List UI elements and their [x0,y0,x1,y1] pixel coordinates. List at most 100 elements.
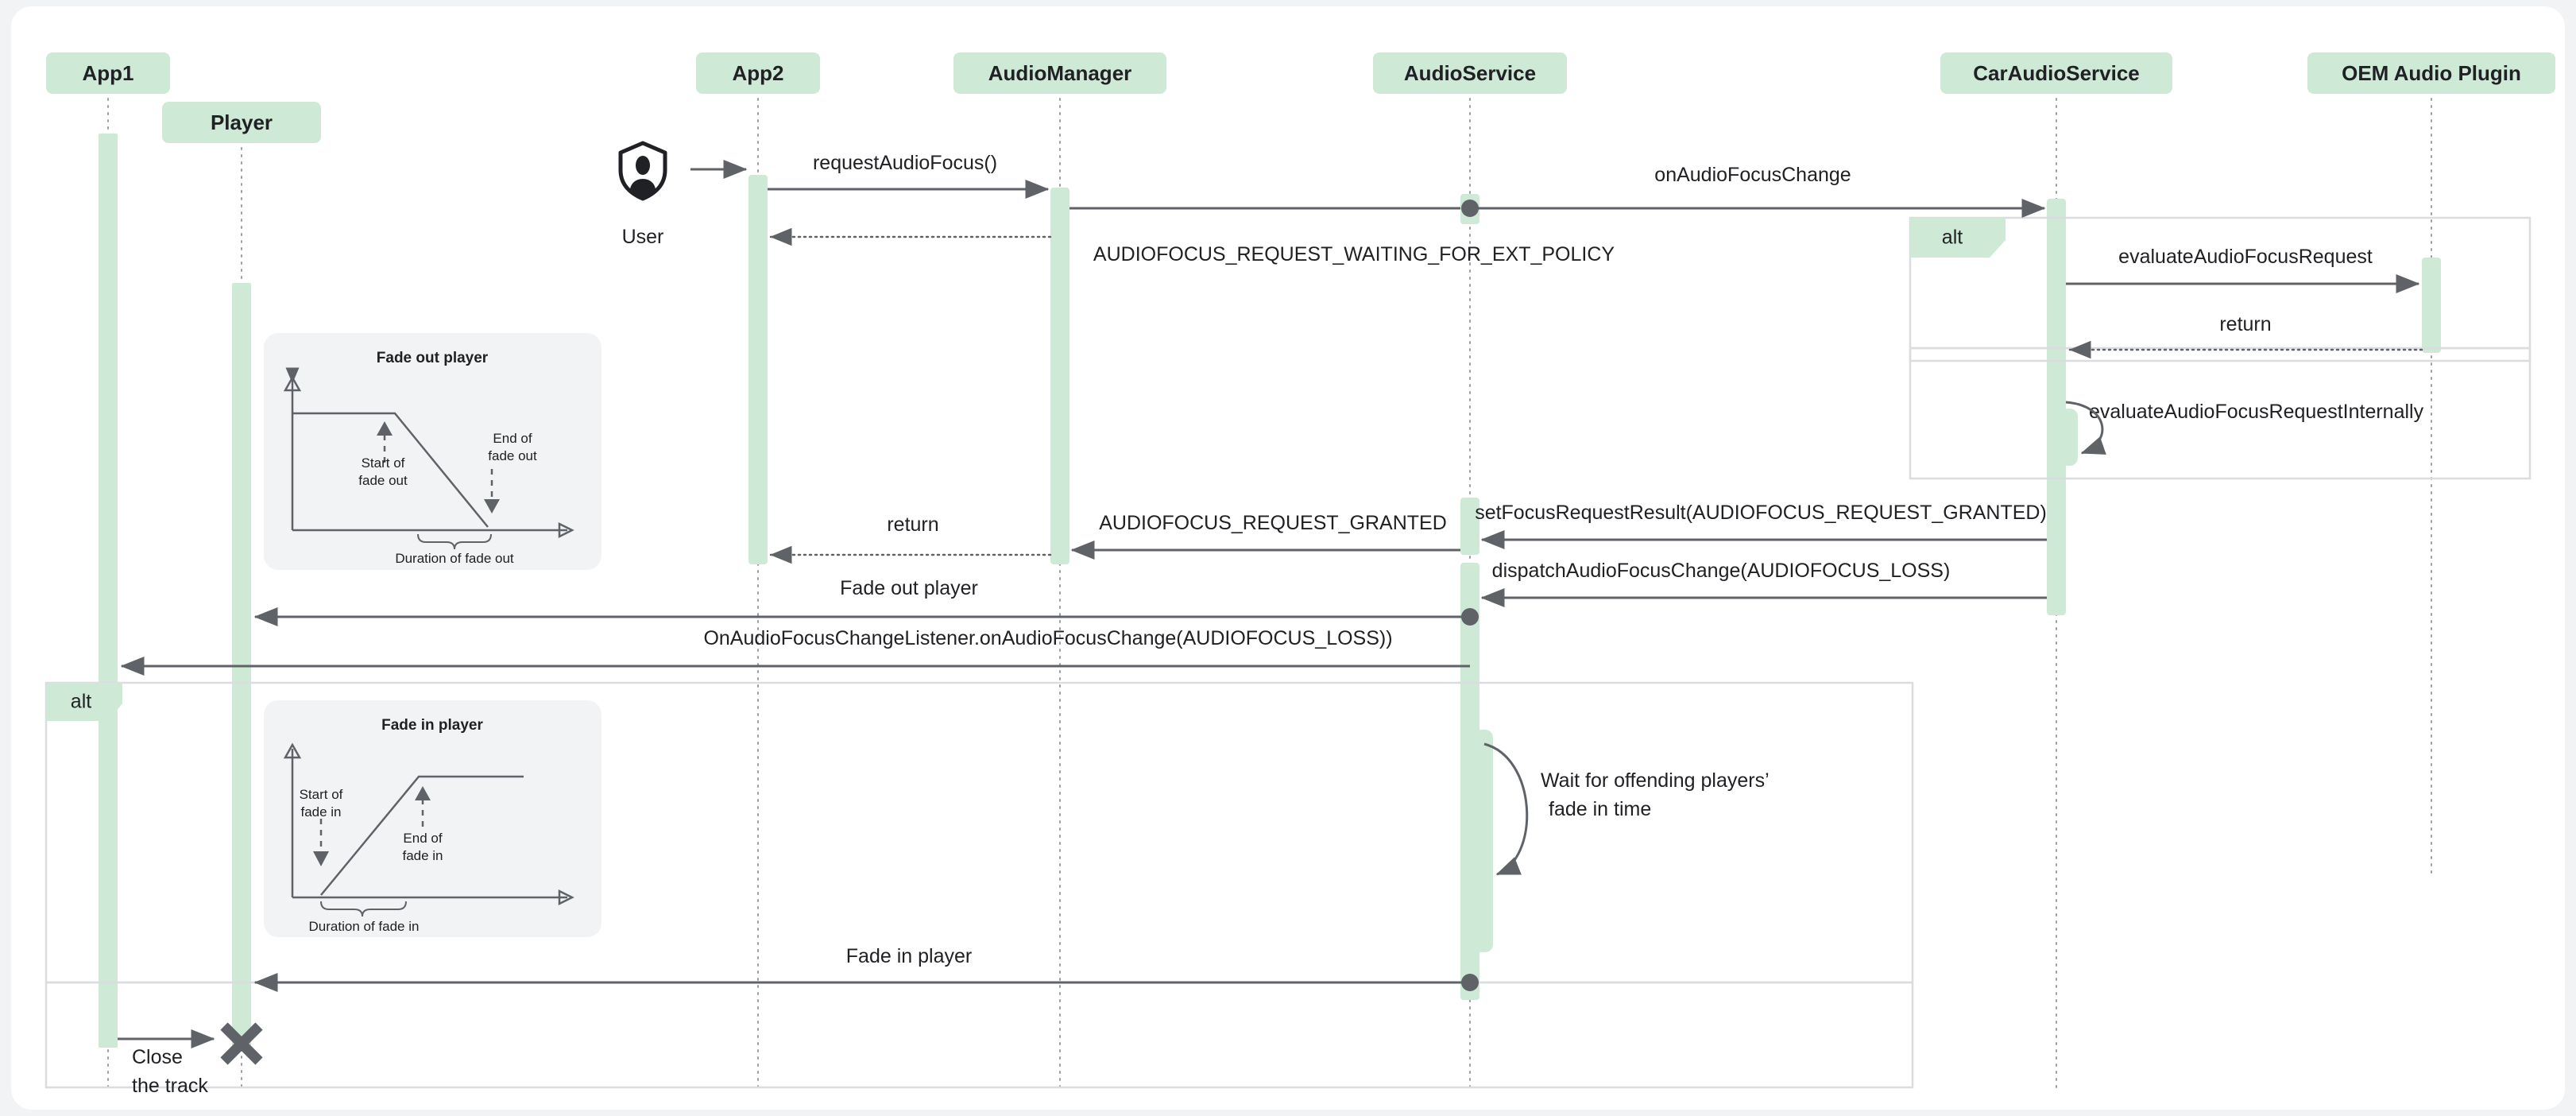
fragment-tag-shape [1910,218,2005,258]
activation-audiomanager [1050,188,1069,564]
inset-duration-label: Duration of fade in [309,919,420,934]
participant-caraudioservice[interactable]: CarAudioService [1940,52,2172,94]
message-evaluate-internally-self: evaluateAudioFocusRequestInternally [2065,401,2424,455]
inset-x-axis-head [558,521,574,539]
message-fade-out-player: Fade out player [253,577,1479,626]
fragment-border-lower [44,981,1914,1089]
fragment-tag-label: alt [71,691,91,713]
participant-box[interactable] [696,52,820,94]
participant-app2[interactable]: App2 [696,52,820,94]
message-label: return [2219,313,2271,335]
participant-label: OEM Audio Plugin [2342,61,2521,85]
message-label-line1: Close [132,1046,183,1068]
message-label: OnAudioFocusChangeListener.onAudioFocusC… [703,627,1392,649]
inset-fade-in-player: Fade in player Start of fade in End of f… [264,700,601,937]
activation-caraudioservice [2047,199,2066,615]
actor-label: User [622,226,664,248]
participant-player[interactable]: Player [162,102,321,143]
inset-title: Fade out player [377,350,489,366]
user-badge-icon [618,141,667,201]
inset-start-label-line1: Start of [300,787,343,802]
fragment-tag-shape [46,683,122,721]
sequence-diagram: alt alt App1 Player App2 [44,52,2555,1097]
participant-label: App1 [83,61,134,85]
message-label: AUDIOFOCUS_REQUEST_GRANTED [1099,512,1447,534]
participant-label: App2 [733,61,784,85]
inset-title: Fade in player [381,717,483,734]
inset-end-arrowhead [484,499,500,513]
participant-audiomanager[interactable]: AudioManager [953,52,1166,94]
participant-label: Player [211,110,273,134]
participant-box[interactable] [162,102,321,143]
fragment-tag-label: alt [1942,227,1963,249]
message-label: Fade in player [846,945,972,967]
inset-card [264,333,601,570]
message-label-line2: the track [132,1075,208,1097]
inset-curve [320,775,524,896]
inset-end-arrowhead [415,786,431,800]
participant-audioservice[interactable]: AudioService [1373,52,1567,94]
inset-start-arrowhead [313,851,329,866]
fragment-border [1909,216,2532,362]
activation-app2 [748,175,768,564]
message-return-audiomanager: return [768,513,1052,564]
inset-end-label-line2: fade in [402,848,443,863]
message-fade-in-player: Fade in player [253,945,1479,992]
inset-fade-out-player: Fade out player Start of fade out End of… [264,333,601,570]
message-self-arc [2065,401,2106,455]
activation-oemplugin [2422,258,2441,353]
message-label: evaluateAudioFocusRequestInternally [2089,401,2424,423]
message-self-arc [1483,742,1529,876]
message-request-audio-focus: requestAudioFocus() [768,152,1050,199]
inset-card [264,700,601,937]
participant-label: AudioManager [988,61,1132,85]
inset-start-label-line2: fade in [300,804,341,820]
activation-bars [99,134,2441,1048]
participant-box[interactable] [46,52,170,94]
participant-oemplugin[interactable]: OEM Audio Plugin [2307,52,2555,94]
diagram-canvas: alt alt App1 Player App2 [11,6,2565,1110]
message-label-line1: Wait for offending players’ [1541,769,1770,792]
participant-label: AudioService [1404,61,1536,85]
participant-box[interactable] [2307,52,2555,94]
destroy-x-icon [220,1022,263,1065]
inset-duration-brace [417,533,492,550]
message-label: setFocusRequestResult(AUDIOFOCUS_REQUEST… [1475,502,2047,524]
participant-box[interactable] [1940,52,2172,94]
participant-box[interactable] [1373,52,1567,94]
message-audiofocus-request-granted: AUDIOFOCUS_REQUEST_GRANTED [1070,512,1460,560]
inset-end-label-line1: End of [403,831,442,846]
fragment-border-lower [1909,347,2532,480]
fragment-alt-top: alt [1909,216,2532,480]
message-on-audio-focus-change-listener: OnAudioFocusChangeListener.onAudioFocusC… [120,627,1470,676]
message-label: return [887,513,938,536]
message-audiofocus-waiting-ext-policy: AUDIOFOCUS_REQUEST_WAITING_FOR_EXT_POLIC… [768,227,1615,265]
message-wait-fade-in-self: Wait for offending players’ fade in time [1483,742,1770,876]
message-evaluate-audio-focus-request: evaluateAudioFocusRequest [2066,246,2420,293]
message-label: requestAudioFocus() [813,152,997,174]
message-close-the-track: Close the track [118,1029,215,1097]
message-dispatch-audio-focus-change: dispatchAudioFocusChange(AUDIOFOCUS_LOSS… [1480,560,2047,607]
activation-audioservice-self [1474,730,1493,952]
activation-app1 [99,134,118,1048]
activation-audioservice-2 [1460,498,1479,555]
message-label: dispatchAudioFocusChange(AUDIOFOCUS_LOSS… [1492,560,1951,582]
message-label: evaluateAudioFocusRequest [2118,246,2373,268]
inset-end-label-line1: End of [493,431,532,446]
inset-y-axis-head [283,375,302,392]
inset-start-label-line1: Start of [362,455,405,471]
participant-label: CarAudioService [1973,61,2140,85]
message-set-focus-request-result: setFocusRequestResult(AUDIOFOCUS_REQUEST… [1475,502,2047,549]
message-return-oem: return [2067,313,2423,359]
message-label: AUDIOFOCUS_REQUEST_WAITING_FOR_EXT_POLIC… [1093,243,1615,265]
message-label: onAudioFocusChange [1654,164,1851,186]
message-on-audio-focus-change: onAudioFocusChange [1069,164,2046,218]
message-label: Fade out player [840,577,978,599]
activation-caraudioservice-self [2060,409,2078,466]
inset-y-axis-head [283,742,302,759]
actor-user: User [618,141,667,248]
participant-app1[interactable]: App1 [46,52,170,94]
message-label-line2: fade in time [1549,798,1651,820]
participant-box[interactable] [953,52,1166,94]
